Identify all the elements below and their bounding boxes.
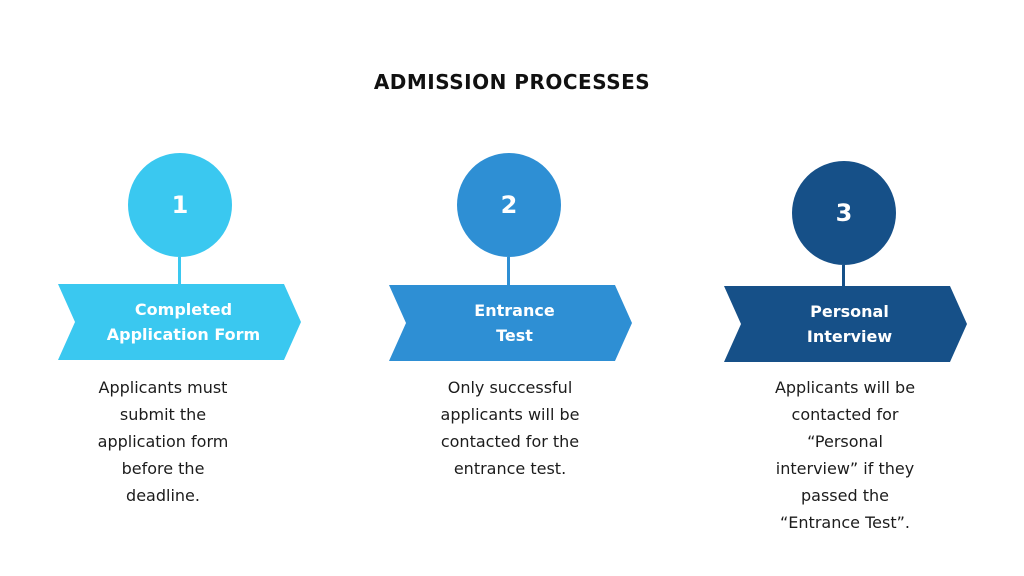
step-2-connector-line bbox=[507, 257, 510, 286]
step-3-connector-line bbox=[842, 265, 845, 287]
step-3-number-circle: 3 bbox=[792, 161, 896, 265]
step-1-number-circle: 1 bbox=[128, 153, 232, 257]
step-3-label: Personal Interview bbox=[806, 302, 893, 346]
step-1-chevron: Completed Application Form bbox=[58, 284, 301, 360]
step-2-label: Entrance Test bbox=[474, 301, 555, 345]
step-1-description: Applicants must submit the application f… bbox=[97, 378, 229, 505]
step-1-label: Completed Application Form bbox=[106, 300, 261, 344]
step-1-connector-line bbox=[178, 257, 181, 285]
step-3-description: Applicants will be contacted for “Person… bbox=[774, 378, 916, 532]
step-2-description: Only successful applicants will be conta… bbox=[440, 378, 580, 478]
step-3: 3 Personal Interview Applicants will be … bbox=[724, 0, 974, 576]
diagram-title: ADMISSION PROCESSES bbox=[373, 70, 651, 94]
step-1: 1 Completed Application Form Applicants … bbox=[58, 0, 308, 576]
step-3-chevron: Personal Interview bbox=[724, 286, 967, 362]
step-2-number-circle: 2 bbox=[457, 153, 561, 257]
step-2-chevron: Entrance Test bbox=[389, 285, 632, 361]
step-2: 2 Entrance Test Only successful applican… bbox=[389, 0, 639, 576]
